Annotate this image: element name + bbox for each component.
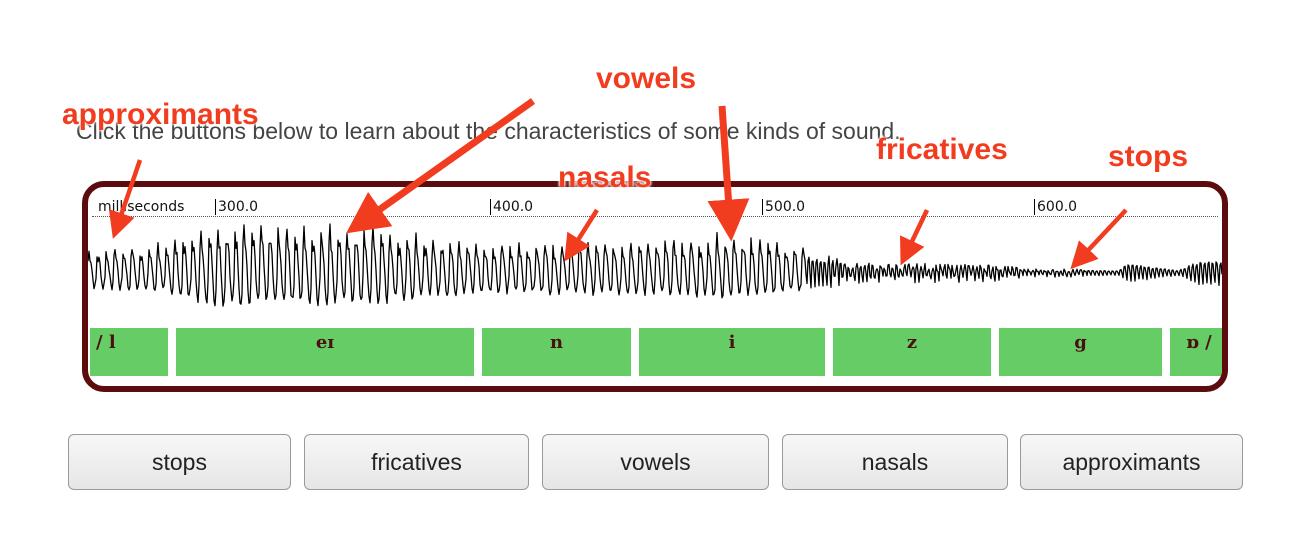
tick-mark (490, 199, 491, 215)
ruler-baseline (92, 216, 1218, 217)
segment-o: ɒ / (1170, 328, 1222, 376)
tick-mark (215, 199, 216, 215)
segment-z: z (833, 328, 991, 376)
tick-label: 400.0 (493, 199, 534, 215)
tick-mark (1034, 199, 1035, 215)
waveform-panel: milliseconds 300.0 400.0 500.0 600.0 / l… (82, 181, 1228, 392)
waveform-trace (88, 223, 1222, 307)
segment-i: i (639, 328, 825, 376)
segment-ei: eɪ (176, 328, 474, 376)
vowels-button[interactable]: vowels (542, 434, 769, 490)
approximants-button[interactable]: approximants (1020, 434, 1243, 490)
time-unit-label: milliseconds (98, 199, 185, 215)
intro-text: Click the buttons below to learn about t… (76, 118, 901, 144)
label-vowels: vowels (596, 62, 697, 95)
tick-mark (762, 199, 763, 215)
segment-g: g (999, 328, 1162, 376)
tick-label: 300.0 (218, 199, 259, 215)
nasals-button[interactable]: nasals (782, 434, 1008, 490)
tick-label: 500.0 (765, 199, 806, 215)
tick-label: 600.0 (1037, 199, 1078, 215)
segment-n: n (482, 328, 631, 376)
segment-l: / l (90, 328, 168, 376)
fricatives-button[interactable]: fricatives (304, 434, 529, 490)
stops-button[interactable]: stops (68, 434, 291, 490)
